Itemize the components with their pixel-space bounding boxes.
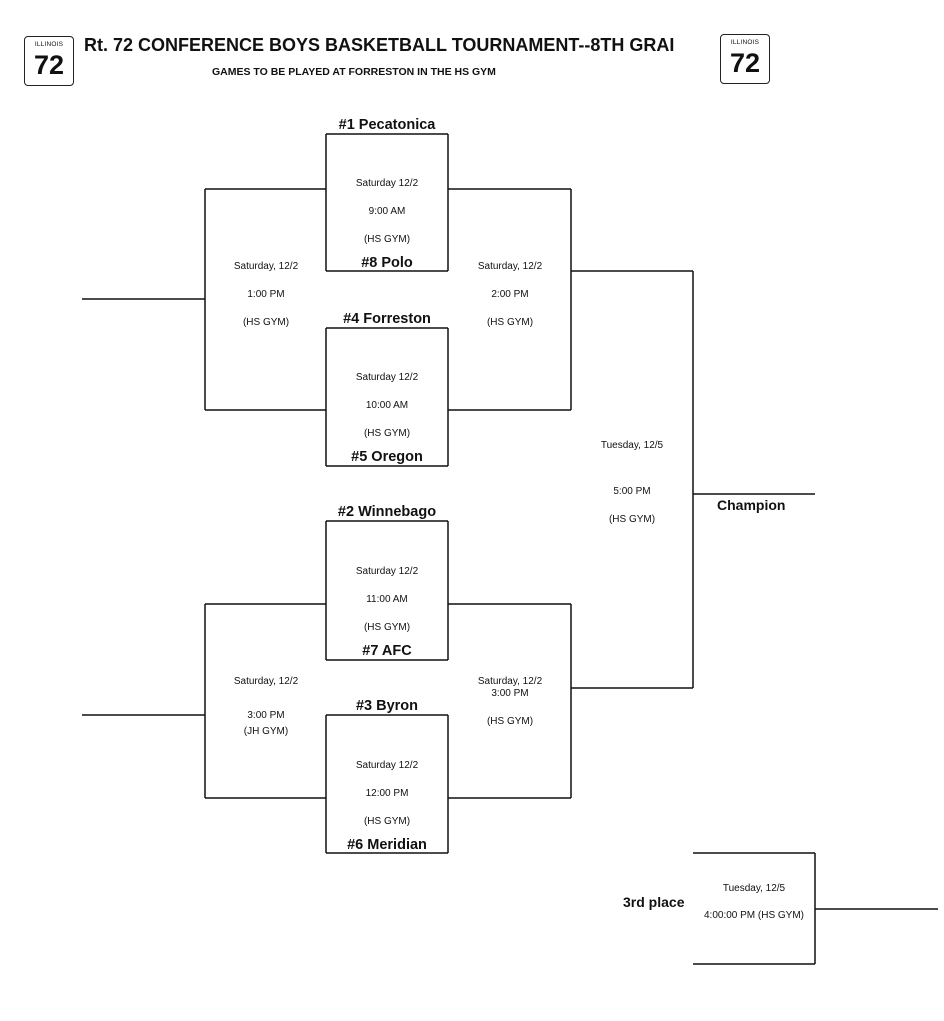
page-subtitle: GAMES TO BE PLAYED AT FORRESTON IN THE H… bbox=[212, 66, 496, 78]
team-oregon: #5 Oregon bbox=[351, 449, 423, 465]
team-winnebago: #2 Winnebago bbox=[337, 504, 437, 520]
consolation-bottom-info: Saturday, 12/2 3:00 PM (JH GYM) bbox=[233, 676, 299, 737]
team-meridian: #6 Meridian bbox=[347, 837, 427, 853]
illinois-72-shield-left-icon: ILLINOIS 72 bbox=[24, 36, 74, 86]
third-place-label: 3rd place bbox=[623, 894, 685, 910]
team-forreston: #4 Forreston bbox=[343, 311, 431, 327]
semifinal-bottom-info: Saturday, 12/2 3:00 PM (HS GYM) bbox=[477, 676, 543, 727]
third-place-info: Tuesday, 12/5 4:00:00 PM (HS GYM) bbox=[703, 883, 805, 921]
team-pecatonica: #1 Pecatonica bbox=[338, 117, 436, 133]
champion-label: Champion bbox=[717, 497, 786, 513]
team-afc: #7 AFC bbox=[362, 643, 412, 659]
final-info: Tuesday, 12/5 5:00 PM (HS GYM) bbox=[600, 440, 664, 525]
team-polo: #8 Polo bbox=[361, 255, 413, 271]
page-title: Rt. 72 CONFERENCE BOYS BASKETBALL TOURNA… bbox=[84, 35, 675, 55]
illinois-72-shield-right-icon: ILLINOIS 72 bbox=[720, 34, 770, 84]
team-byron: #3 Byron bbox=[355, 698, 419, 714]
